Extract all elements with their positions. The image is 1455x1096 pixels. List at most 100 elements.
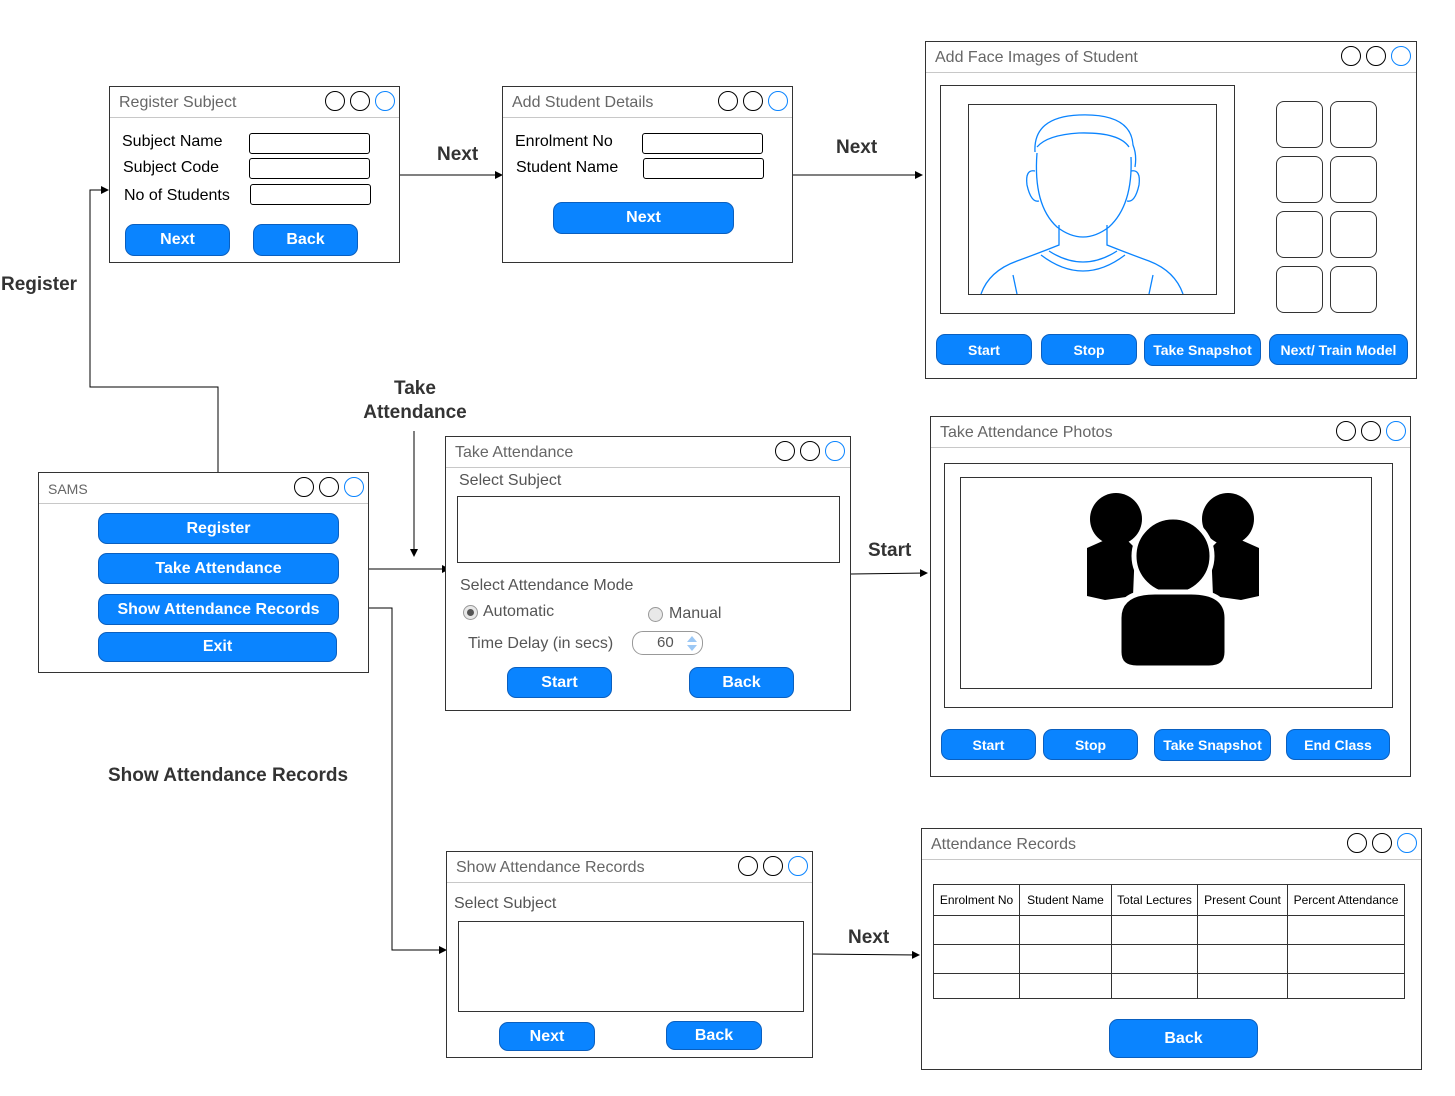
window-control-icon[interactable] (1397, 833, 1417, 853)
next-button[interactable]: Next (553, 202, 734, 234)
time-delay-stepper[interactable]: 60 (632, 631, 703, 655)
enrolment-no-label: Enrolment No (515, 133, 613, 150)
start-button[interactable]: Start (507, 667, 612, 698)
window-control-icon[interactable] (718, 91, 738, 111)
end-class-button[interactable]: End Class (1286, 729, 1390, 760)
face-thumbnail[interactable] (1276, 156, 1323, 203)
connector-register (89, 186, 219, 513)
subject-list[interactable] (457, 496, 840, 563)
window-control-icon[interactable] (738, 856, 758, 876)
add-face-images-window: Add Face Images of Student (925, 41, 1417, 379)
window-control-icon[interactable] (825, 441, 845, 461)
subject-code-field[interactable] (249, 158, 370, 179)
camera-frame (944, 463, 1393, 708)
camera-preview (968, 104, 1217, 295)
window-control-icon[interactable] (294, 477, 314, 497)
subject-list[interactable] (458, 921, 804, 1012)
stepper-arrows-icon[interactable] (685, 635, 699, 652)
select-mode-label: Select Attendance Mode (460, 577, 634, 594)
face-thumbnail[interactable] (1330, 211, 1377, 258)
attendance-table: Enrolment No Student Name Total Lectures… (933, 884, 1405, 999)
student-name-label: Student Name (516, 159, 619, 176)
subject-name-field[interactable] (249, 133, 370, 154)
add-student-details-window: Add Student Details Enrolment No Student… (502, 86, 793, 263)
register-subject-window: Register Subject Subject Name Subject Co… (109, 86, 400, 263)
window-title: Take Attendance (455, 444, 574, 461)
flow-label-register: Register (1, 274, 78, 295)
window-control-icon[interactable] (1347, 833, 1367, 853)
start-button[interactable]: Start (936, 334, 1032, 365)
student-name-field[interactable] (643, 158, 764, 179)
window-title: Take Attendance Photos (940, 424, 1113, 441)
window-control-icon[interactable] (1372, 833, 1392, 853)
connector-records-next (812, 950, 920, 959)
table-header-row: Enrolment No Student Name Total Lectures… (933, 884, 1405, 916)
automatic-radio[interactable] (463, 605, 478, 620)
window-control-icon[interactable] (743, 91, 763, 111)
enrolment-no-field[interactable] (642, 133, 763, 154)
take-snapshot-button[interactable]: Take Snapshot (1144, 334, 1261, 366)
attendance-records-window: Attendance Records Enrolment No Student … (921, 828, 1422, 1070)
window-title: Attendance Records (931, 836, 1076, 853)
next-train-model-button[interactable]: Next/ Train Model (1269, 334, 1408, 365)
face-thumbnail[interactable] (1330, 266, 1377, 313)
time-delay-label: Time Delay (in secs) (468, 635, 614, 652)
window-control-icon[interactable] (788, 856, 808, 876)
back-button[interactable]: Back (253, 224, 358, 256)
connector-start (850, 569, 928, 578)
window-control-icon[interactable] (350, 91, 370, 111)
flow-label-next: Next (836, 137, 878, 158)
window-control-icon[interactable] (768, 91, 788, 111)
face-thumbnail[interactable] (1276, 266, 1323, 313)
window-title: Add Face Images of Student (935, 49, 1138, 66)
window-control-icon[interactable] (1341, 46, 1361, 66)
window-control-icon[interactable] (1336, 421, 1356, 441)
next-button[interactable]: Next (499, 1022, 595, 1051)
face-thumbnail[interactable] (1330, 101, 1377, 148)
window-control-icon[interactable] (1386, 421, 1406, 441)
window-control-icon[interactable] (1361, 421, 1381, 441)
window-title: Add Student Details (512, 94, 654, 111)
no-of-students-field[interactable] (250, 184, 371, 205)
table-row (933, 944, 1405, 974)
stop-button[interactable]: Stop (1043, 729, 1138, 760)
window-control-icon[interactable] (344, 477, 364, 497)
table-row (933, 973, 1405, 999)
exit-button[interactable]: Exit (98, 632, 337, 662)
automatic-label: Automatic (483, 603, 555, 620)
back-button[interactable]: Back (666, 1021, 762, 1050)
stop-button[interactable]: Stop (1041, 334, 1137, 365)
take-attendance-button[interactable]: Take Attendance (98, 553, 339, 584)
face-thumbnail[interactable] (1330, 156, 1377, 203)
camera-preview (960, 477, 1372, 689)
window-control-icon[interactable] (775, 441, 795, 461)
title-bar: Attendance Records (922, 829, 1421, 860)
window-title: Show Attendance Records (456, 859, 645, 876)
window-control-icon[interactable] (1366, 46, 1386, 66)
student-face-icon (980, 114, 1184, 294)
camera-frame (940, 85, 1235, 314)
show-attendance-records-button[interactable]: Show Attendance Records (98, 594, 339, 625)
table-row (933, 915, 1405, 945)
flow-label-take-line1: Take (394, 378, 436, 399)
title-bar: SAMS (39, 473, 368, 504)
window-title: Register Subject (119, 94, 237, 111)
window-control-icon[interactable] (1391, 46, 1411, 66)
window-control-icon[interactable] (800, 441, 820, 461)
window-title: SAMS (48, 481, 88, 497)
register-button[interactable]: Register (98, 513, 339, 544)
take-snapshot-button[interactable]: Take Snapshot (1154, 729, 1271, 761)
start-button[interactable]: Start (941, 729, 1036, 760)
title-bar: Add Face Images of Student (926, 42, 1416, 73)
face-thumbnail[interactable] (1276, 101, 1323, 148)
window-control-icon[interactable] (319, 477, 339, 497)
face-thumbnail[interactable] (1276, 211, 1323, 258)
window-control-icon[interactable] (325, 91, 345, 111)
manual-radio[interactable] (648, 607, 663, 622)
next-button[interactable]: Next (125, 224, 230, 256)
back-button[interactable]: Back (1109, 1019, 1258, 1058)
back-button[interactable]: Back (689, 667, 794, 698)
window-control-icon[interactable] (763, 856, 783, 876)
show-attendance-records-window: Show Attendance Records Select Subject N… (446, 851, 813, 1058)
window-control-icon[interactable] (375, 91, 395, 111)
